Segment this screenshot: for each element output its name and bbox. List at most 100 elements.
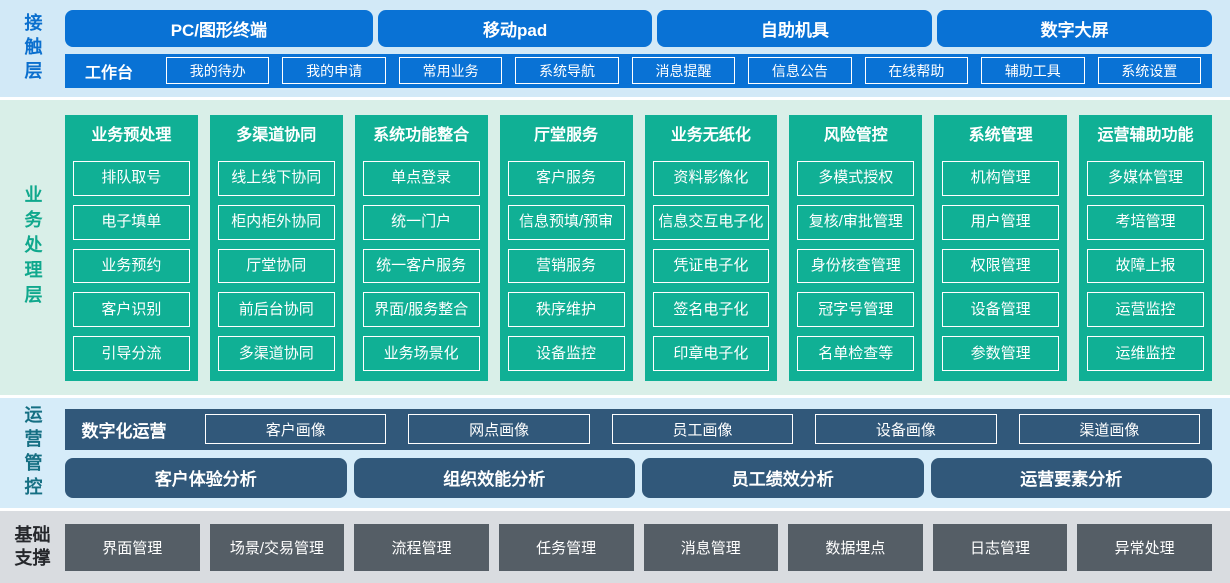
workbench-label: 工作台 [84, 64, 133, 82]
business-module-item: 复核/审批管理 [797, 204, 915, 240]
contact-layer-label-col: 接触层 [0, 0, 65, 97]
operations-layer-label: 运营管控 [22, 405, 43, 501]
business-module-item: 界面/服务整合 [362, 292, 480, 328]
business-layer-section: 业务处理层 业务预处理排队取号电子填单业务预约客户识别引导分流多渠道协同 线上线下… [0, 100, 1230, 395]
workbench-bar: 工作台 我的待办我的申请常用业务系统导航消息提醒信息公告在线帮助辅助工具系统设置 [65, 53, 1212, 88]
foundation-block: 消息管理 [643, 523, 779, 571]
foundation-block: 日志管理 [932, 523, 1068, 571]
business-module-item: 柜内柜外协同 [217, 204, 335, 240]
business-module-item: 信息预填/预审 [507, 204, 625, 240]
business-module-item: 业务场景化 [362, 336, 480, 371]
business-module-title: 厅堂服务 [534, 127, 599, 144]
business-module-item: 用户管理 [942, 204, 1060, 240]
business-module-item: 签名电子化 [652, 292, 770, 328]
analysis-block: 员工绩效分析 [642, 457, 924, 498]
profile-block: 设备画像 [815, 414, 997, 444]
business-module-item: 多渠道协同 [217, 336, 335, 371]
operations-layer-label-col: 运营管控 [0, 398, 65, 508]
foundation-block: 流程管理 [354, 523, 489, 571]
business-module-item: 统一门户 [362, 204, 480, 240]
business-module-column: 业务无纸化资料影像化信息交互电子化凭证电子化签名电子化印章电子化 [644, 115, 778, 381]
workbench-item: 信息公告 [748, 57, 852, 84]
terminal-block: 移动pad [377, 9, 653, 47]
business-module-item: 前后台协同 [217, 292, 335, 328]
profile-block: 员工画像 [611, 414, 794, 444]
foundation-block: 场景/交易管理 [209, 523, 345, 571]
business-module-title: 业务预处理 [91, 127, 172, 144]
workbench-item: 消息提醒 [631, 57, 736, 84]
foundation-layer-label-col: 基础支撑 [0, 511, 65, 583]
business-module-item: 考培管理 [1087, 204, 1204, 240]
business-module-item: 运营监控 [1087, 292, 1204, 328]
workbench-item: 系统设置 [1097, 57, 1201, 84]
business-module-item: 信息交互电子化 [652, 204, 770, 240]
business-module-item: 引导分流 [73, 336, 190, 371]
business-module-item: 运维监控 [1087, 336, 1204, 371]
profile-block: 客户画像 [205, 414, 387, 444]
business-module-item: 多媒体管理 [1087, 161, 1204, 196]
workbench-item: 我的申请 [282, 57, 386, 84]
workbench-item: 系统导航 [515, 57, 619, 84]
analysis-row: 客户体验分析组织效能分析员工绩效分析运营要素分析 [65, 457, 1212, 498]
business-module-title: 业务无纸化 [670, 127, 751, 144]
business-module-item: 凭证电子化 [652, 248, 770, 284]
digital-operation-label: 数字化运营 [81, 421, 167, 441]
business-module-item: 身份核查管理 [797, 248, 915, 284]
workbench-item: 我的待办 [166, 57, 270, 84]
foundation-block: 数据埋点 [788, 523, 923, 571]
business-module-title: 运营辅助功能 [1097, 127, 1194, 144]
contact-layer-label: 接触层 [22, 12, 43, 85]
business-module-item: 客户服务 [507, 161, 625, 196]
business-module-item: 客户识别 [73, 292, 190, 328]
business-module-item: 排队取号 [73, 161, 190, 196]
workbench-item: 在线帮助 [864, 57, 969, 84]
business-module-item: 电子填单 [73, 204, 190, 240]
business-module-column: 系统功能整合单点登录统一门户统一客户服务界面/服务整合业务场景化 [354, 115, 488, 381]
foundation-block: 界面管理 [65, 523, 200, 571]
business-module-item: 资料影像化 [652, 161, 770, 196]
business-module-item: 设备监控 [507, 336, 625, 371]
business-module-item: 线上线下协同 [217, 161, 335, 196]
business-module-item: 业务预约 [73, 248, 190, 284]
analysis-block: 组织效能分析 [353, 457, 635, 498]
business-module-item: 冠字号管理 [797, 292, 915, 328]
profile-block: 渠道画像 [1018, 414, 1201, 444]
business-module-item: 厅堂协同 [217, 248, 335, 284]
business-module-title: 系统功能整合 [373, 127, 470, 144]
workbench-item: 常用业务 [398, 57, 503, 84]
business-module-item: 营销服务 [507, 248, 625, 284]
analysis-block: 运营要素分析 [930, 457, 1212, 498]
business-module-item: 秩序维护 [507, 292, 625, 328]
workbench-item: 辅助工具 [981, 57, 1085, 84]
business-module-item: 故障上报 [1087, 248, 1204, 284]
operations-layer-content: 数字化运营 客户画像网点画像员工画像设备画像渠道画像 客户体验分析组织效能分析员… [65, 398, 1230, 508]
business-module-column: 风险管控多模式授权复核/审批管理身份核查管理冠字号管理名单检查等 [789, 115, 923, 381]
terminal-block: PC/图形终端 [65, 9, 373, 47]
foundation-layer-label: 基础支撑 [14, 524, 51, 568]
business-layer-label: 业务处理层 [22, 185, 43, 310]
business-module-column: 运营辅助功能多媒体管理考培管理故障上报运营监控运维监控 [1079, 115, 1212, 381]
business-module-item: 印章电子化 [652, 336, 770, 371]
profile-block: 网点画像 [408, 414, 590, 444]
business-module-item: 名单检查等 [797, 336, 915, 371]
foundation-block: 异常处理 [1077, 523, 1212, 571]
foundation-row: 界面管理场景/交易管理流程管理任务管理消息管理数据埋点日志管理异常处理 [65, 511, 1230, 583]
business-module-item: 设备管理 [942, 292, 1060, 328]
business-module-title: 系统管理 [968, 127, 1033, 144]
terminal-block: 数字大屏 [937, 9, 1212, 47]
business-module-item: 统一客户服务 [362, 248, 480, 284]
foundation-layer-section: 基础支撑 界面管理场景/交易管理流程管理任务管理消息管理数据埋点日志管理异常处理 [0, 511, 1230, 583]
business-module-item: 机构管理 [942, 161, 1060, 196]
operations-layer-section: 运营管控 数字化运营 客户画像网点画像员工画像设备画像渠道画像 客户体验分析组织… [0, 398, 1230, 508]
business-module-column: 业务预处理排队取号电子填单业务预约客户识别引导分流 [65, 115, 198, 381]
analysis-block: 客户体验分析 [65, 457, 347, 498]
business-module-item: 单点登录 [362, 161, 480, 196]
business-module-item: 权限管理 [942, 248, 1060, 284]
digital-operation-bar: 数字化运营 客户画像网点画像员工画像设备画像渠道画像 [65, 408, 1212, 450]
foundation-block: 任务管理 [498, 523, 634, 571]
business-module-column: 多渠道协同线上线下协同柜内柜外协同厅堂协同前后台协同多渠道协同 [209, 115, 343, 381]
